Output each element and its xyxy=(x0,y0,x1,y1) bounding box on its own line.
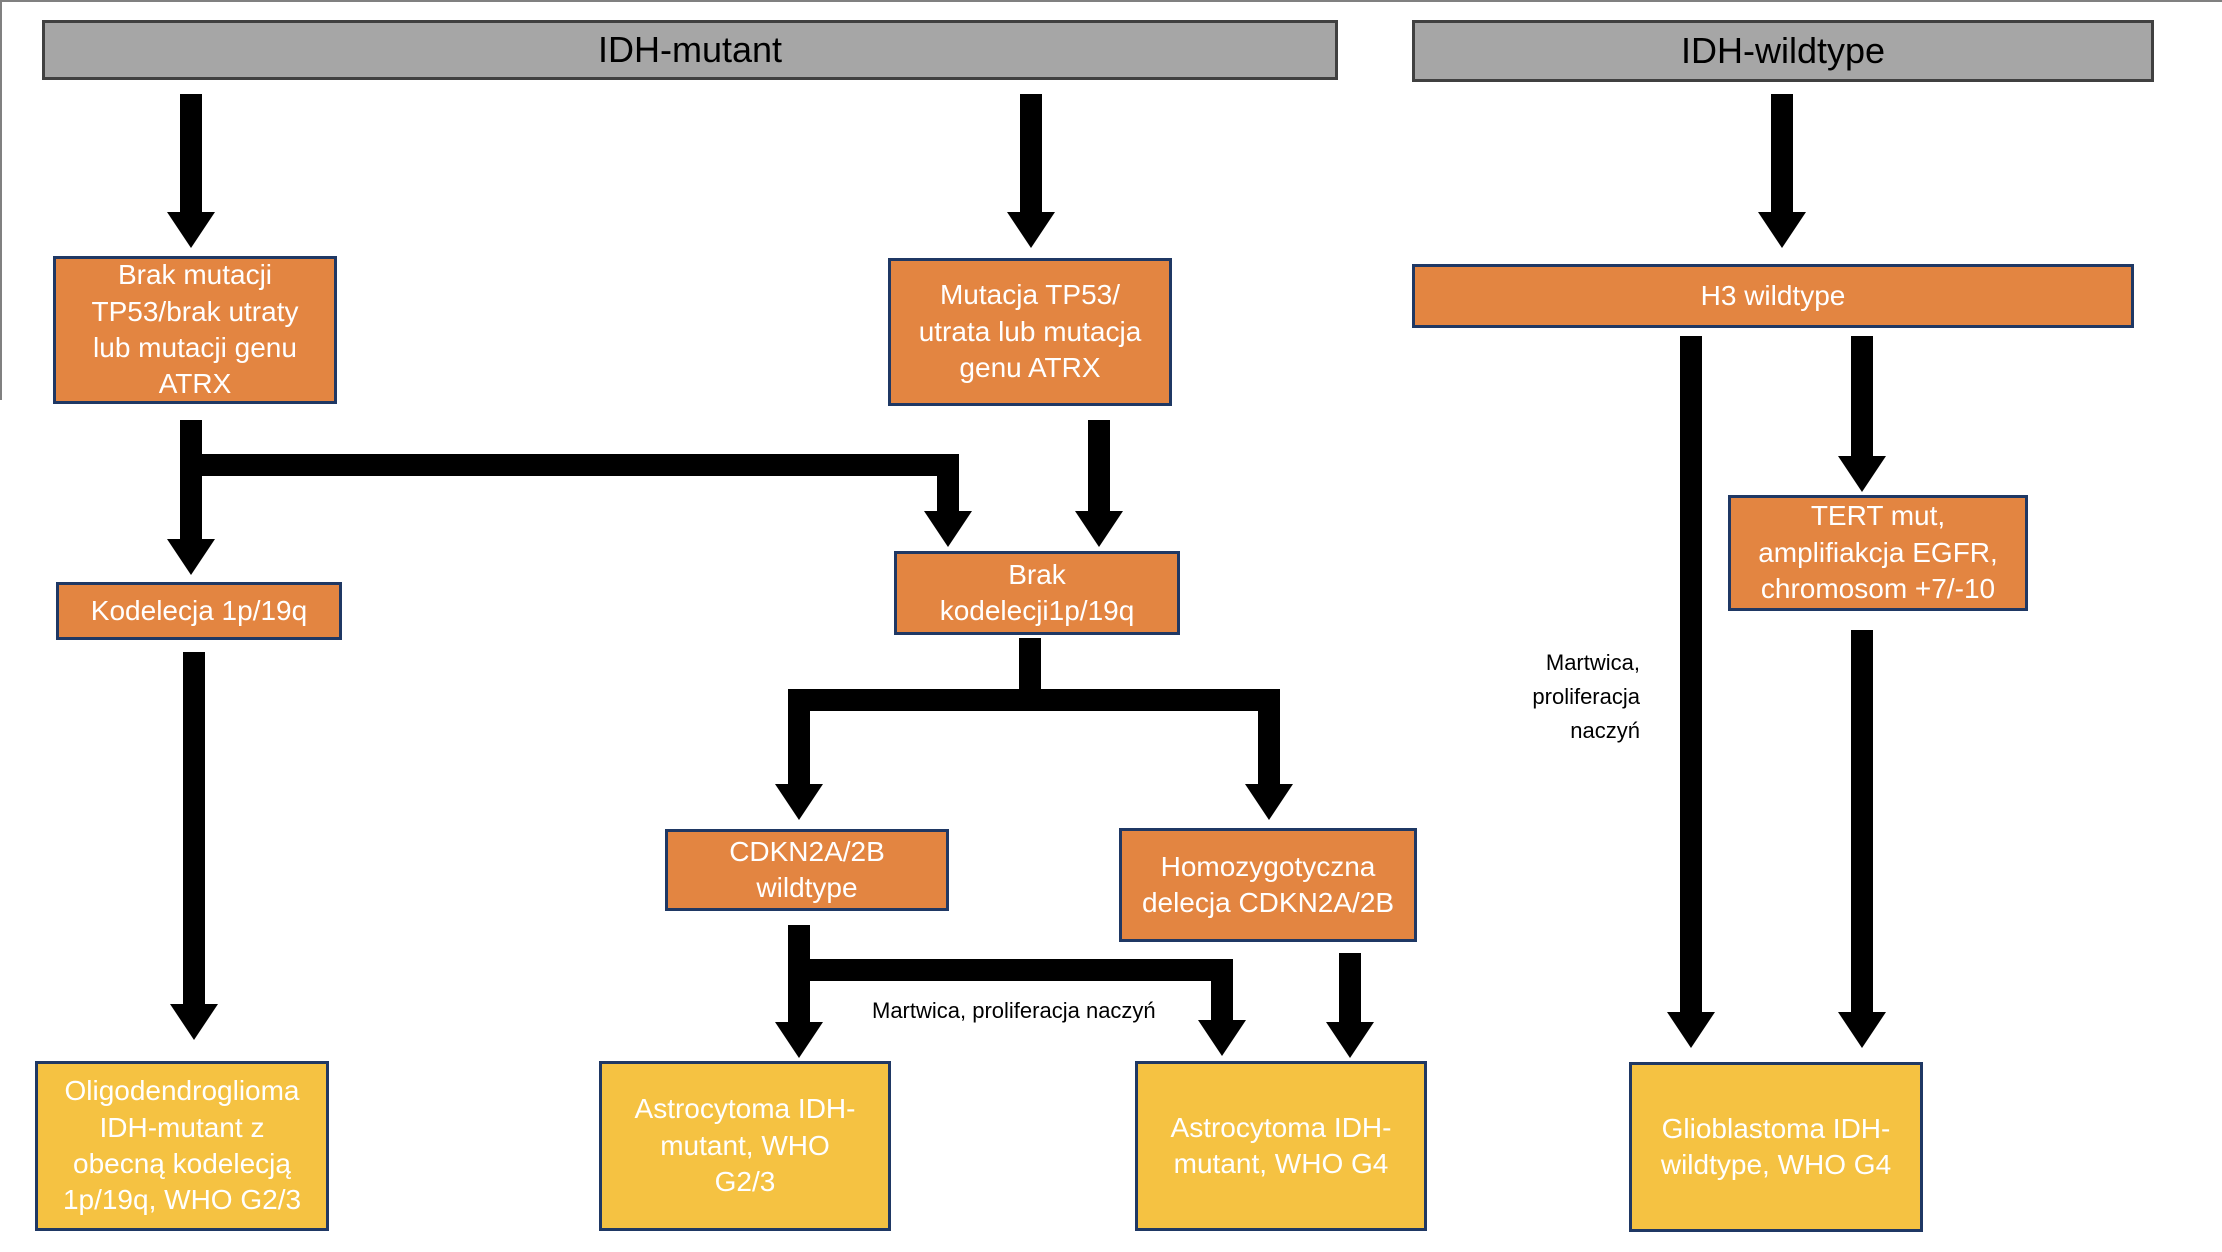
outcome-astrocytoma-g23: Astrocytoma IDH- mutant, WHO G2/3 xyxy=(599,1061,891,1231)
header-idh-mutant: IDH-mutant xyxy=(42,20,1338,80)
outcome-astrocytoma-g4: Astrocytoma IDH- mutant, WHO G4 xyxy=(1135,1061,1427,1231)
arrow-split-cdkn-del-shaft xyxy=(1030,689,1280,786)
outcome-oligodendroglioma: Oligodendroglioma IDH-mutant z obecną ko… xyxy=(35,1061,329,1231)
arrow-cdkn-wt-astro-g4-head xyxy=(1198,1020,1246,1056)
arrow-tp53-no-codeletion-head xyxy=(1075,511,1123,547)
arrow-tert-gbm-head xyxy=(1838,1012,1886,1048)
arrow-cdkn-wt-astro-g4-shaft xyxy=(799,959,1233,1022)
arrow-mutant-left-head xyxy=(167,212,215,248)
arrow-h3-tert-head xyxy=(1838,456,1886,492)
node-cdkn2a-wildtype: CDKN2A/2B wildtype xyxy=(665,829,949,911)
arrow-split-cdkn-wt-shaft xyxy=(788,689,1030,786)
arrow-cdkn-wt-astro-g23-head xyxy=(775,1022,823,1058)
arrow-codeletion-oligo-head xyxy=(170,1004,218,1040)
node-tert-egfr-chr: TERT mut, amplifiakcja EGFR, chromosom +… xyxy=(1728,495,2028,611)
note-necrosis-right: Martwica, proliferacja naczyń xyxy=(1532,650,1640,744)
arrow-mutant-right-head xyxy=(1007,212,1055,248)
node-tp53-atrx: Mutacja TP53/ utrata lub mutacja genu AT… xyxy=(888,258,1172,406)
left-border-line xyxy=(0,0,2,400)
node-no-codeletion-1p19q: Brak kodelecji1p/19q xyxy=(894,551,1180,635)
note-necrosis-center: Martwica, proliferacja naczyń xyxy=(872,998,1156,1023)
top-border-line xyxy=(0,0,2222,2)
arrow-cdkn-del-astro-g4-head xyxy=(1326,1022,1374,1058)
node-codeletion-1p19q: Kodelecja 1p/19q xyxy=(56,582,342,640)
node-no-tp53-atrx: Brak mutacji TP53/brak utraty lub mutacj… xyxy=(53,256,337,404)
arrow-wildtype-head xyxy=(1758,212,1806,248)
arrow-split-cdkn-wt-head xyxy=(775,784,823,820)
arrow-no-tp53-no-codeletion-head xyxy=(924,511,972,547)
node-cdkn2a-deletion: Homozygotyczna delecja CDKN2A/2B xyxy=(1119,828,1417,942)
arrow-no-tp53-codeletion-head xyxy=(167,539,215,575)
header-idh-wildtype: IDH-wildtype xyxy=(1412,20,2154,82)
node-h3-wildtype: H3 wildtype xyxy=(1412,264,2134,328)
outcome-glioblastoma: Glioblastoma IDH- wildtype, WHO G4 xyxy=(1629,1062,1923,1232)
arrow-h3-gbm-left-head xyxy=(1667,1012,1715,1048)
arrow-no-tp53-no-codeletion-shaft xyxy=(191,454,959,513)
arrow-split-cdkn-del-head xyxy=(1245,784,1293,820)
